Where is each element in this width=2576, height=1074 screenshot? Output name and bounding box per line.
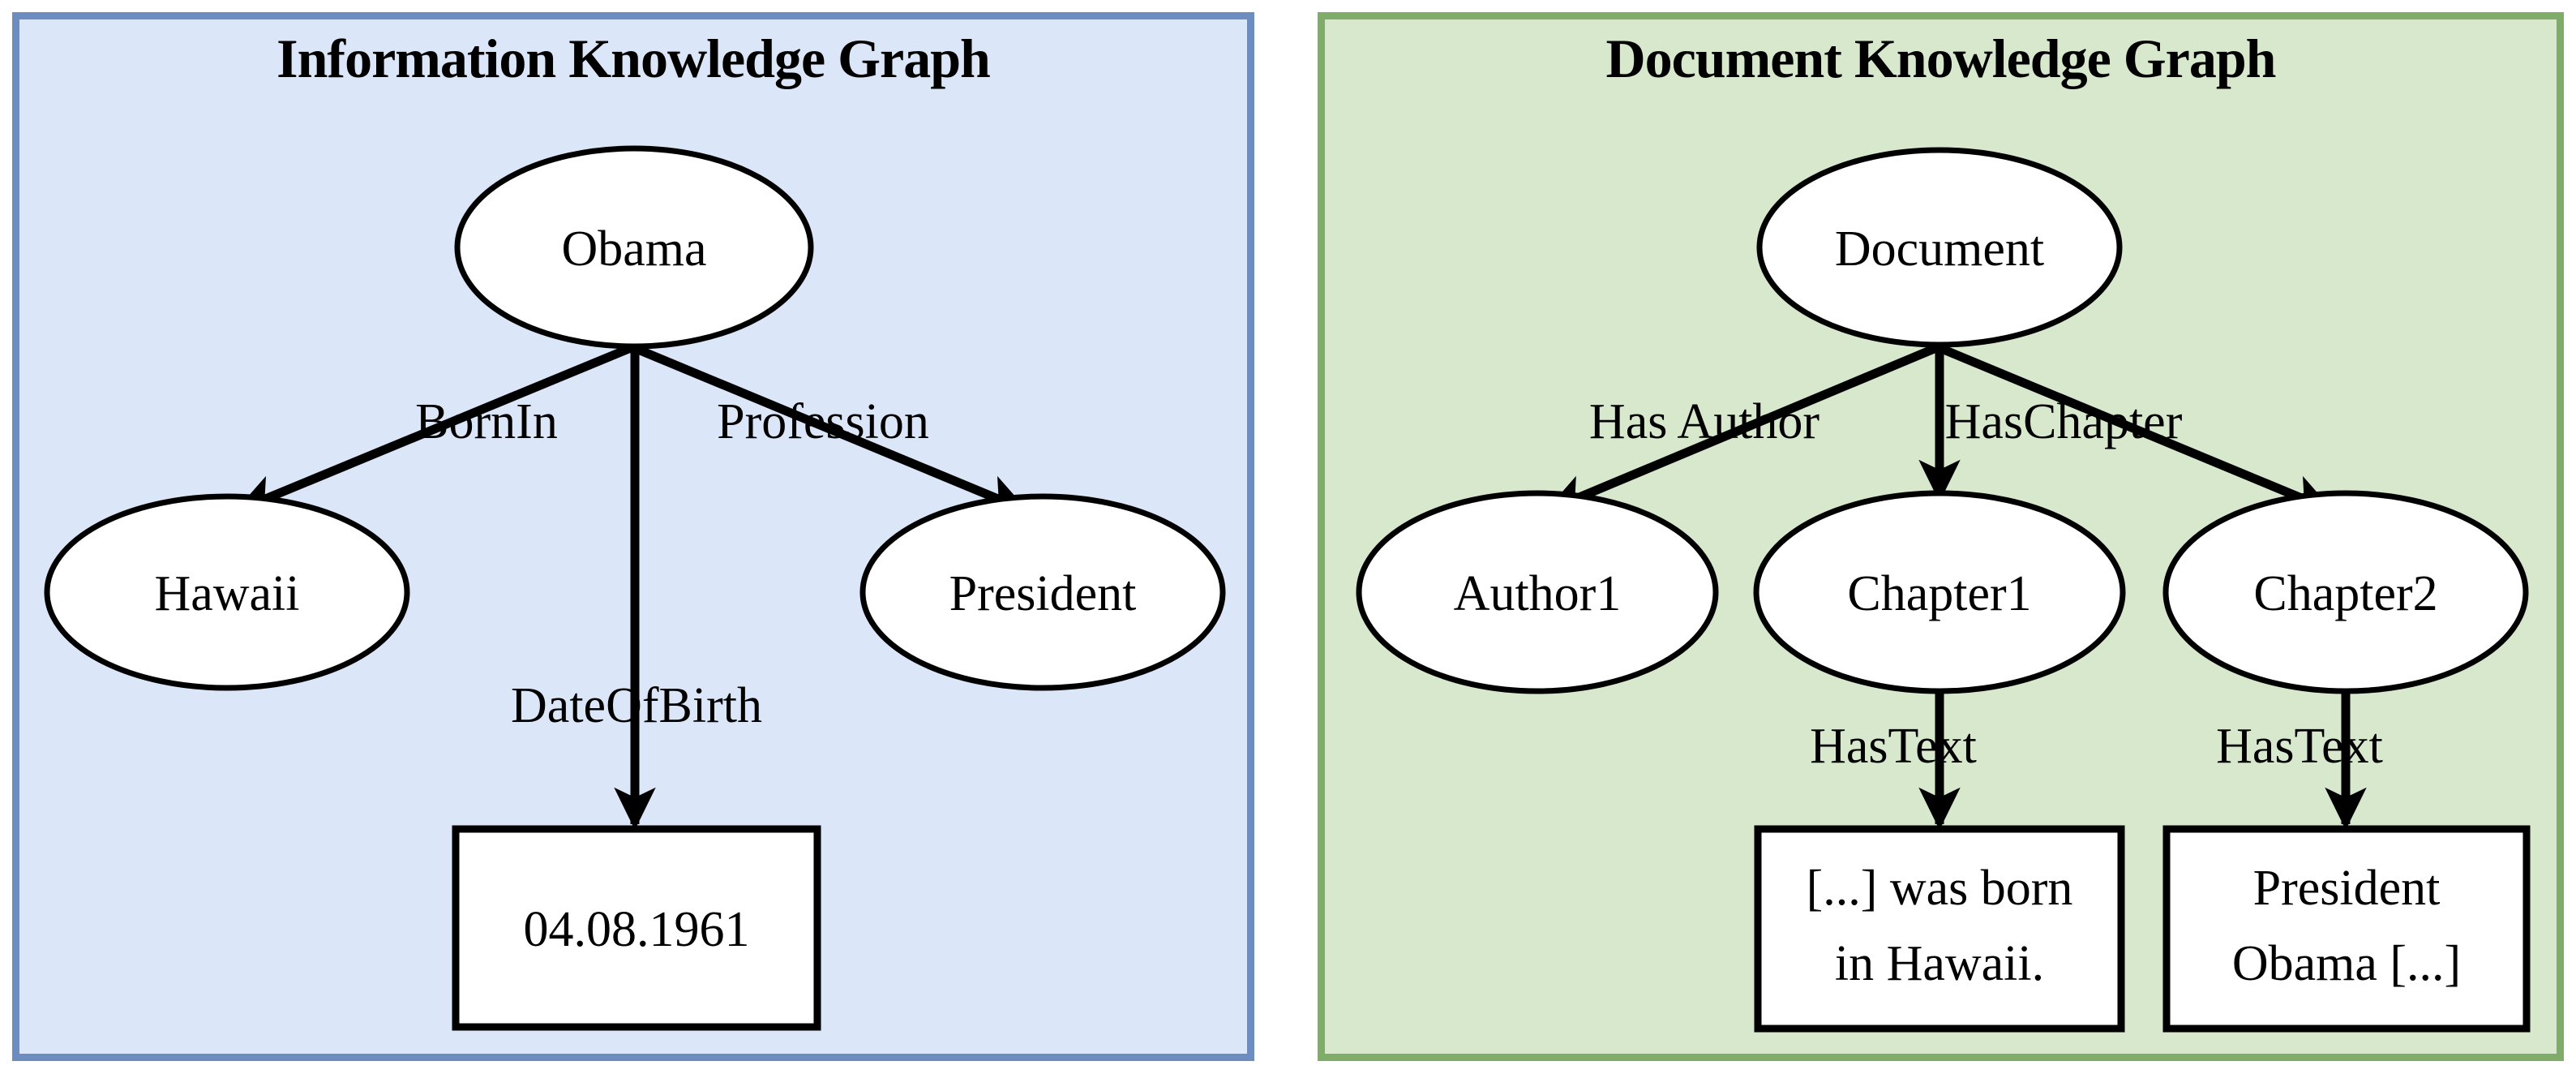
node-text1-line2: in Hawaii. xyxy=(1835,936,2044,991)
node-author1-label: Author1 xyxy=(1454,566,1622,621)
edge-document-author1 xyxy=(1545,342,1940,515)
edges-information-graph xyxy=(234,342,1029,831)
node-text1-line1: [...] was born xyxy=(1807,861,2073,916)
edge-label-hastext-1: HasText xyxy=(1810,719,1977,774)
edge-obama-hawaii xyxy=(234,342,635,515)
node-obama-ellipse[interactable] xyxy=(454,145,814,350)
node-chapter2-label: Chapter2 xyxy=(2253,566,2437,621)
panel-title-document: Document Knowledge Graph xyxy=(1605,28,2277,89)
node-text1-box[interactable] xyxy=(1754,825,2125,1033)
node-hawaii-label: Hawaii xyxy=(154,566,299,621)
node-text2-box[interactable] xyxy=(2162,825,2531,1033)
node-obama-label: Obama xyxy=(561,221,706,277)
node-chapter1[interactable]: Chapter1 xyxy=(1753,490,2126,694)
edges-document-graph xyxy=(1545,342,2367,831)
node-chapter1-ellipse[interactable] xyxy=(1753,490,2126,694)
panel-title-information: Information Knowledge Graph xyxy=(276,28,991,89)
node-dateofbirth-box[interactable] xyxy=(452,825,821,1031)
edge-label-hastext-2: HasText xyxy=(2216,719,2383,774)
node-text2[interactable]: President Obama [...] xyxy=(2162,825,2531,1033)
node-author1-ellipse[interactable] xyxy=(1356,490,1719,694)
edge-obama-president xyxy=(630,342,1029,515)
edge-document-chapter2 xyxy=(1935,342,2334,515)
node-dateofbirth-text: 04.08.1961 xyxy=(524,902,750,957)
node-chapter2-ellipse[interactable] xyxy=(2162,490,2529,694)
node-president-label: President xyxy=(949,566,1137,621)
node-president-ellipse[interactable] xyxy=(859,493,1226,691)
edge-label-profession: Profession xyxy=(717,394,929,449)
node-text2-line1: President xyxy=(2253,861,2441,916)
node-author1[interactable]: Author1 xyxy=(1356,490,1719,694)
node-chapter2[interactable]: Chapter2 xyxy=(2162,490,2529,694)
node-chapter1-label: Chapter1 xyxy=(1847,566,2031,621)
node-hawaii-ellipse[interactable] xyxy=(44,493,410,691)
edge-label-bornin: BornIn xyxy=(415,394,558,449)
node-dateofbirth-value[interactable]: 04.08.1961 xyxy=(452,825,821,1031)
node-obama[interactable]: Obama xyxy=(454,145,814,350)
edge-label-haschapter: HasChapter xyxy=(1945,394,2183,449)
edge-label-dateofbirth: DateOfBirth xyxy=(511,678,762,733)
node-text1[interactable]: [...] was born in Hawaii. xyxy=(1754,825,2125,1033)
node-hawaii[interactable]: Hawaii xyxy=(44,493,410,691)
node-president[interactable]: President xyxy=(859,493,1226,691)
node-document-ellipse[interactable] xyxy=(1756,147,2123,348)
node-document[interactable]: Document xyxy=(1756,147,2123,348)
node-document-label: Document xyxy=(1835,221,2044,277)
node-text2-line2: Obama [...] xyxy=(2232,936,2461,991)
edge-label-has-author: Has Author xyxy=(1589,394,1820,449)
